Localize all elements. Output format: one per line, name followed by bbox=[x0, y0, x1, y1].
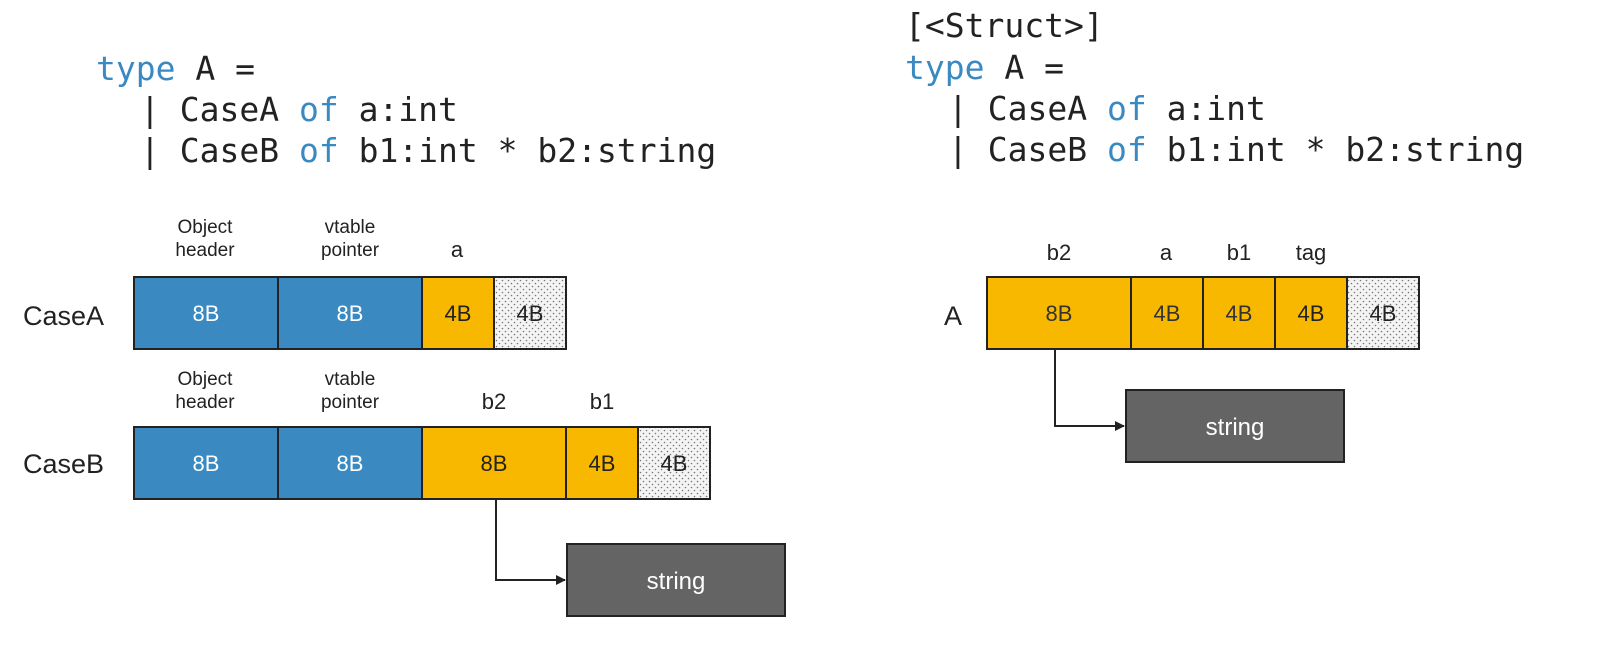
struct-a-cell-padding bbox=[1347, 277, 1419, 349]
case-b-cell-b2-text: 8B bbox=[481, 451, 508, 476]
case-b-cell-b1-text: 4B bbox=[589, 451, 616, 476]
case-b-field-label-vtable-1: vtable bbox=[325, 369, 376, 390]
case-b-cell-vtable-pointer bbox=[278, 427, 422, 499]
right-code-attribute: [<Struct>] bbox=[905, 6, 1104, 45]
struct-a-cell-tag-text: 4B bbox=[1298, 301, 1325, 326]
struct-a-cell-a bbox=[1131, 277, 1203, 349]
case-a-cell-padding bbox=[494, 277, 566, 349]
case-a-cell-vtable-pointer bbox=[278, 277, 422, 349]
case-a-cell-a-text: 4B bbox=[445, 301, 472, 326]
struct-a-cell-b2-text: 8B bbox=[1046, 301, 1073, 326]
case-a-cell-padding-text: 4B bbox=[517, 301, 544, 326]
case-b-field-label-object-header-1: Object bbox=[178, 369, 234, 390]
case-a-field-label-vtable-2: pointer bbox=[321, 240, 380, 261]
case-a-cell-object-header bbox=[134, 277, 278, 349]
struct-a-cell-b2 bbox=[987, 277, 1131, 349]
case-b-cell-padding-text: 4B bbox=[661, 451, 688, 476]
case-a-field-label-vtable-1: vtable bbox=[325, 217, 376, 238]
case-b-cell-vtable-text: 8B bbox=[337, 451, 364, 476]
struct-a-field-label-tag: tag bbox=[1296, 240, 1327, 265]
left-code-line-2: | CaseA of a:int bbox=[140, 90, 458, 129]
right-code-line-3: | CaseB of b1:int * b2:string bbox=[948, 130, 1524, 169]
left-code-line-1: type A = bbox=[96, 49, 255, 88]
struct-a-cell-a-text: 4B bbox=[1154, 301, 1181, 326]
case-a-cell-object-header-text: 8B bbox=[193, 301, 220, 326]
case-a-row-label: CaseA bbox=[23, 301, 104, 331]
case-a-cell-vtable-text: 8B bbox=[337, 301, 364, 326]
right-code-line-1: type A = bbox=[905, 48, 1064, 87]
left-code-line-3: | CaseB of b1:int * b2:string bbox=[140, 131, 716, 170]
struct-a-string-box bbox=[1125, 389, 1345, 463]
case-b-cell-object-header-text: 8B bbox=[193, 451, 220, 476]
case-b-pointer-arrow bbox=[495, 499, 566, 585]
struct-a-field-label-a: a bbox=[1160, 240, 1173, 265]
case-b-field-label-b2: b2 bbox=[482, 389, 506, 414]
struct-a-cell-tag bbox=[1275, 277, 1347, 349]
struct-a-cell-padding-text: 4B bbox=[1370, 301, 1397, 326]
struct-a-string-label: string bbox=[1206, 414, 1265, 441]
case-b-string-label: string bbox=[647, 568, 706, 595]
case-b-row-label: CaseB bbox=[23, 449, 104, 479]
case-b-string-box bbox=[566, 543, 786, 617]
case-a-field-label-object-header-2: header bbox=[175, 240, 235, 261]
case-b-cell-object-header bbox=[134, 427, 278, 499]
struct-a-layout: b2 a b1 tag A 8B 4B 4B 4B 4B string bbox=[944, 240, 1420, 463]
case-b-field-label-b1: b1 bbox=[590, 389, 614, 414]
case-b-field-label-vtable-2: pointer bbox=[321, 392, 380, 413]
struct-a-pointer-arrow bbox=[1054, 349, 1125, 431]
struct-a-field-label-b2: b2 bbox=[1047, 240, 1071, 265]
right-code-line-2: | CaseA of a:int bbox=[948, 89, 1266, 128]
struct-a-row-label: A bbox=[944, 301, 962, 331]
case-a-field-label-a: a bbox=[451, 237, 464, 262]
struct-a-field-label-b1: b1 bbox=[1227, 240, 1251, 265]
case-b-field-label-object-header-2: header bbox=[175, 392, 235, 413]
case-a-cell-a bbox=[422, 277, 494, 349]
right-code-block: [<Struct>] type A = | CaseA of a:int | C… bbox=[905, 6, 1524, 169]
case-b-cell-b1 bbox=[566, 427, 638, 499]
case-b-layout: Object header vtable pointer b2 b1 CaseB… bbox=[23, 369, 786, 617]
case-a-field-label-object-header-1: Object bbox=[178, 217, 234, 238]
struct-a-cell-b1-text: 4B bbox=[1226, 301, 1253, 326]
case-b-cell-padding bbox=[638, 427, 710, 499]
case-b-cell-b2 bbox=[422, 427, 566, 499]
case-a-layout: Object header vtable pointer a CaseA 8B … bbox=[23, 217, 567, 350]
left-code-block: type A = | CaseA of a:int | CaseB of b1:… bbox=[96, 49, 716, 170]
struct-a-cell-b1 bbox=[1203, 277, 1275, 349]
